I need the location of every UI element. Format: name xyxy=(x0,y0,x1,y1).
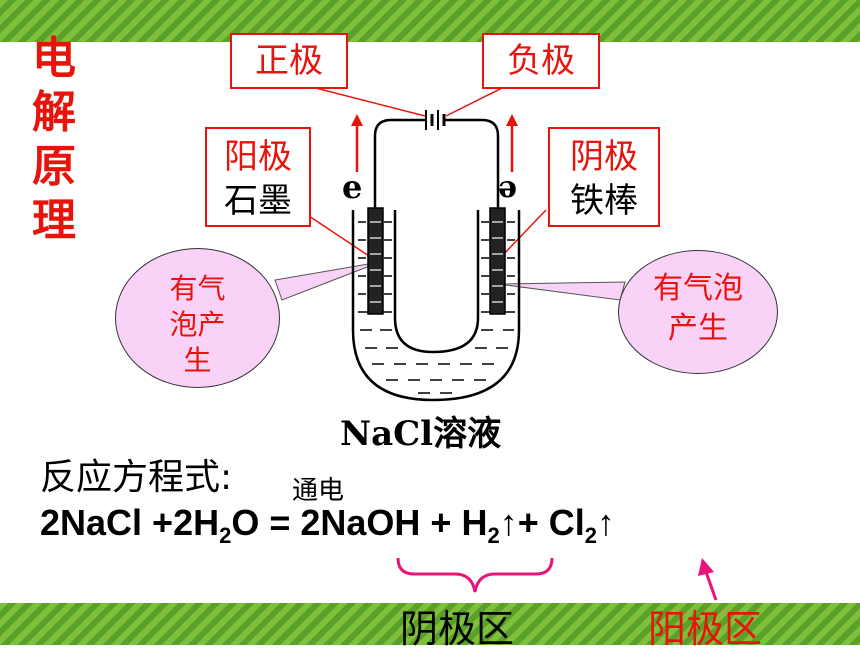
anode-callout-line xyxy=(299,209,373,259)
cathode-material-label: 铁棒 xyxy=(570,181,638,221)
right-bubble-pointer xyxy=(497,281,626,301)
anode-material-label: 石墨 xyxy=(224,181,292,221)
title-char: 理 xyxy=(32,195,76,246)
bottom-decorative-stripe xyxy=(0,603,860,645)
subscript: 2 xyxy=(219,523,232,549)
left-bubble-line: 有气 xyxy=(169,272,226,305)
left-bubble-line: 生 xyxy=(183,344,212,377)
subscript: 2 xyxy=(584,523,597,549)
anode-label: 阳极 xyxy=(224,137,292,177)
cathode-region-label: 阴极区 xyxy=(400,607,515,651)
right-wire xyxy=(450,118,500,280)
cathode-callout-line xyxy=(499,209,547,259)
nacl-solution xyxy=(358,221,515,394)
iron-electrode xyxy=(489,207,506,315)
equation-part: 2NaCl +2H xyxy=(40,502,220,543)
slide-title: 电 解 原 理 xyxy=(28,32,80,248)
title-char: 电 xyxy=(32,33,76,84)
negative-terminal-label: 负极 xyxy=(507,41,575,81)
solution-label: NaCl溶液 xyxy=(340,414,502,454)
right-bubble-line: 产生 xyxy=(668,311,728,346)
negative-terminal-box: 负极 xyxy=(482,33,600,89)
top-decorative-stripe xyxy=(0,0,860,42)
positive-terminal-box: 正极 xyxy=(230,33,348,89)
left-gas-bubble-callout: 有气 泡产 生 xyxy=(115,248,280,388)
right-gas-bubble-callout: 有气泡 产生 xyxy=(618,250,778,374)
graphite-electrode xyxy=(367,207,384,315)
left-bubble-line: 泡产 xyxy=(169,308,226,341)
equation-part: ↑ xyxy=(596,502,615,543)
positive-callout-line xyxy=(299,83,426,117)
negative-callout-line xyxy=(445,83,511,117)
electron-label-left: e xyxy=(342,168,363,206)
left-wire xyxy=(373,118,420,280)
positive-terminal-label: 正极 xyxy=(255,41,323,81)
equation-heading: 反应方程式: xyxy=(40,457,233,498)
anode-region-label: 阳极区 xyxy=(648,607,763,651)
equation-part: ↑+ Cl xyxy=(499,502,585,543)
title-char: 解 xyxy=(32,87,76,138)
title-char: 原 xyxy=(32,141,76,192)
u-tube-inner xyxy=(393,210,480,354)
right-bubble-line: 有气泡 xyxy=(653,271,743,306)
u-tube-outer xyxy=(351,210,521,402)
subscript: 2 xyxy=(487,523,500,549)
anode-region-arrow xyxy=(704,571,718,601)
chemical-equation: 2NaCl +2H2O = 2NaOH + H2↑+ Cl2↑ xyxy=(40,502,615,549)
cathode-region-brace xyxy=(396,557,554,593)
cathode-box: 阴极 铁棒 xyxy=(548,127,660,227)
electrolysis-condition: 通电 xyxy=(292,476,345,506)
equation-part: O = 2NaOH + H xyxy=(231,502,488,543)
cathode-label: 阴极 xyxy=(570,137,638,177)
anode-box: 阳极 石墨 xyxy=(205,127,311,227)
electron-label-right: ə xyxy=(498,170,518,205)
